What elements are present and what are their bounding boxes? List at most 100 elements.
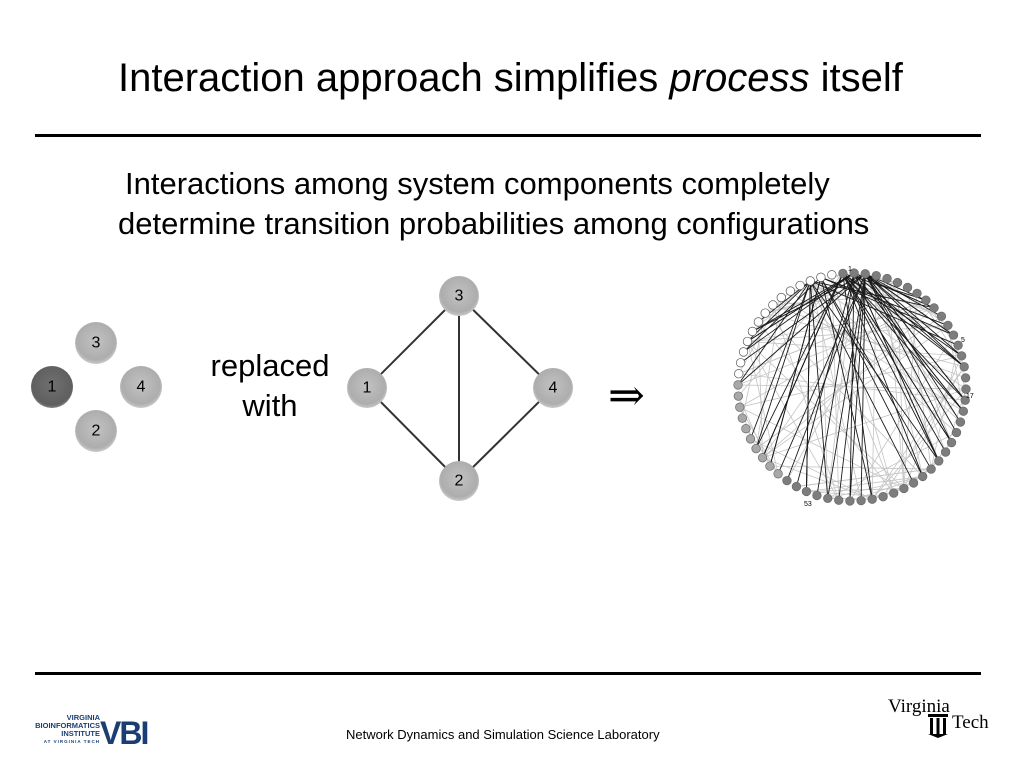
circle-edge-dark [864,273,962,357]
circle-node [955,417,966,427]
circle-edge-dark [842,273,924,477]
circle-node [834,495,844,505]
circle-node [845,496,855,506]
circle-edge-dark [762,273,844,458]
circle-node [773,469,783,479]
circle-edge-dark [820,277,924,477]
circle-node [912,288,922,299]
left-node-2 [75,410,117,452]
circle-edge-dark [842,272,962,357]
circle-edge-dark [809,280,829,499]
circle-node [889,488,899,498]
circle-node [734,369,744,379]
title-emphasis: process [669,56,810,100]
circle-edge-light [772,304,840,501]
circle-node [735,358,746,368]
circle-label-right: 17 [966,393,974,400]
circle-node [737,413,747,423]
circle-edge-dark [842,272,927,301]
circle-edge-dark [810,280,935,309]
circle-edge-dark [853,272,964,412]
circle-node [892,277,903,288]
circle-node [745,434,756,444]
vbi-logo-text: VIRGINIA BIOINFORMATICS INSTITUTE AT VIR… [24,714,100,746]
bullet-line-1: Interactions among system components com… [125,166,830,201]
circle-edge-light [755,315,942,449]
circle-edge-dark [737,280,811,386]
circle-node [926,464,936,474]
circle-edge-dark [842,273,947,453]
left-node-3 [75,322,117,364]
mid-node-2-label: 2 [455,473,464,490]
circle-node [929,303,939,313]
circle-node [751,443,761,454]
circle-edge-light [806,488,904,492]
replaced-line-1: replaced [210,348,330,383]
circle-node [823,493,833,504]
circle-edge-light [762,457,873,500]
circle-node [838,268,848,279]
circle-node [936,311,947,321]
circle-node [757,453,768,463]
edge-3-4 [458,295,554,389]
circle-node [742,336,753,347]
edge-4-2 [458,387,554,482]
circle-node [856,495,866,506]
circle-node [943,320,953,331]
mid-node-4 [533,368,573,408]
circle-edge-dark [849,273,855,501]
circle-edge-dark [777,273,866,474]
circle-node [747,326,758,337]
circle-node [768,300,778,310]
bottom-divider [35,672,981,675]
circle-edge-dark [820,276,954,336]
circle-node [782,475,792,486]
top-divider [35,134,981,137]
edge-3-1 [366,295,460,389]
circle-edge-light [739,406,905,489]
circle-edge-dark [755,280,811,449]
circle-edges-dark [737,272,966,502]
mid-node-2 [439,461,479,501]
circle-node [753,317,764,327]
circle-node [960,373,971,383]
left-node-2-label: 2 [92,423,101,440]
circle-edge-dark [842,273,873,500]
circle-edge-dark [842,273,964,412]
vt-logo-line-1: Virginia [888,696,950,717]
circle-node [812,490,822,501]
circle-node [959,362,969,372]
vbi-line-4: AT VIRGINIA TECH [43,739,100,744]
left-node-1 [31,366,73,408]
bullet-text: Interactions among system components com… [118,164,978,244]
circle-node [816,272,826,282]
circle-node [953,340,963,350]
circle-edge-light [762,325,949,459]
circle-node [801,486,812,497]
edge-1-2 [366,387,460,482]
left-diagram: 3 1 4 2 [31,322,162,452]
circle-edge-light [762,278,888,458]
circle-edge-dark [737,273,866,386]
circle-node [958,406,969,416]
circle-node [849,268,859,278]
vt-logo-icon [928,714,948,738]
mid-node-3-label: 3 [455,288,464,305]
circle-edge-dark [806,280,811,492]
circle-node [946,437,957,448]
circle-node [795,280,805,291]
circle-edge-dark [865,273,942,317]
circle-edge-dark [827,273,866,499]
circle-node [882,273,892,284]
circle-node [918,471,928,482]
circle-node [908,478,919,488]
circle-node [961,384,971,394]
circle-node [741,424,751,434]
circle-edge-light [772,292,918,306]
circle-edge-light [757,321,763,458]
circle-node [871,270,881,281]
circle-node [921,295,931,305]
circle-node [765,461,775,471]
middle-diagram: 3 1 4 2 [347,276,573,501]
